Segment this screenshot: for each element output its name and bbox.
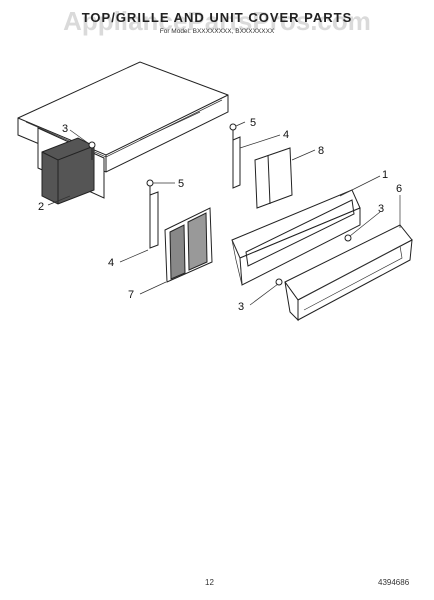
callout-7: 7 (128, 289, 134, 301)
document-number: 4394686 (378, 578, 410, 587)
screw-3-top (88, 141, 96, 160)
callout-5: 5 (178, 178, 184, 190)
diagram-subtitle: For Model: BXXXXXXXX, BXXXXXXXX (159, 28, 275, 35)
screw-3-right (344, 234, 352, 242)
callout-5: 5 (250, 117, 256, 129)
callout-3: 3 (238, 301, 244, 313)
callout-3: 3 (378, 203, 384, 215)
callout-8: 8 (318, 145, 324, 157)
diagram-title: TOP/GRILLE AND UNIT COVER PARTS (81, 10, 353, 25)
callout-4: 4 (283, 129, 289, 141)
page-number: 12 (205, 578, 214, 587)
callout-2: 2 (38, 201, 44, 213)
part-8-panel (254, 147, 293, 209)
left-bracket (146, 179, 159, 249)
callout-6: 6 (396, 183, 402, 195)
part-7-filter (164, 207, 213, 283)
screw-3-bottom (275, 278, 283, 286)
callout-3: 3 (62, 123, 68, 135)
part-1-frame (231, 189, 361, 286)
part-6-grille (284, 224, 413, 322)
leader-lines (47, 121, 401, 306)
callout-4: 4 (108, 257, 114, 269)
right-bracket (229, 123, 241, 189)
part-2-block (41, 137, 95, 205)
callout-1: 1 (382, 169, 388, 181)
